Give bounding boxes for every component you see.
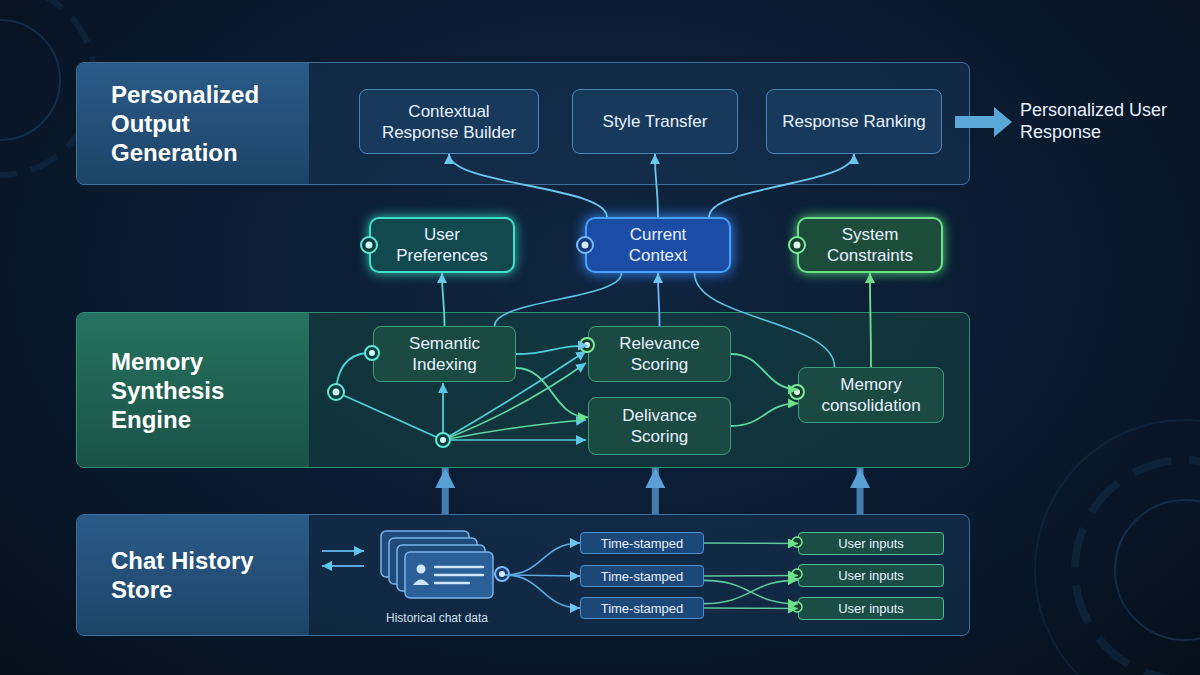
layer-band: Memory Synthesis Engine Semantic Indexing…: [76, 312, 970, 468]
node-label: Relevance Scoring: [601, 333, 718, 375]
data-stack: Historical chat data: [369, 529, 505, 627]
process-box: Response Ranking: [766, 89, 942, 154]
output-label: Personalized User Response: [1020, 99, 1180, 143]
process-box: Style Transfer: [572, 89, 738, 154]
node-label: Style Transfer: [603, 111, 708, 132]
node-label: User inputs: [838, 601, 904, 616]
record-box: Time-stamped: [580, 532, 704, 554]
node-label: User Preferences: [383, 224, 501, 266]
node-label: System Constraints: [811, 224, 929, 266]
user-icon: [413, 580, 429, 586]
decor-ring: [0, 20, 60, 140]
layer-band: Personalized Output Generation Contextual…: [76, 62, 970, 185]
process-box: Contextual Response Builder: [359, 89, 539, 154]
node-label: Memory consolidation: [811, 374, 931, 416]
decor-ring: [1115, 500, 1200, 640]
user-icon: [417, 565, 426, 574]
node-label: Time-stamped: [601, 569, 684, 584]
node-label: User inputs: [838, 536, 904, 551]
band-title: Memory Synthesis Engine: [111, 347, 299, 434]
band-header: Personalized Output Generation: [77, 63, 309, 184]
process-box: Relevance Scoring: [588, 326, 731, 382]
context-pill: User Preferences: [369, 217, 515, 273]
decor-ring: [1075, 460, 1200, 675]
flow-arrow: [857, 468, 864, 514]
decor-ring: [1035, 420, 1200, 675]
text-line: [435, 582, 469, 585]
record-box: User inputs: [798, 564, 944, 587]
node-label: Semantic Indexing: [386, 333, 503, 375]
record-box: Time-stamped: [580, 597, 704, 619]
node-label: Historical chat data: [369, 611, 505, 625]
record-box: User inputs: [798, 597, 944, 620]
text-line: [435, 574, 483, 577]
band-header: Chat History Store: [77, 515, 309, 635]
context-pill: Current Context: [585, 217, 731, 273]
node-label: Response Ranking: [782, 111, 926, 132]
record-box: Time-stamped: [580, 565, 704, 587]
chat-stack-icon: [369, 529, 505, 605]
text-line: [435, 566, 483, 569]
band-title: Personalized Output Generation: [111, 80, 299, 167]
node-label: Current Context: [599, 224, 717, 266]
band-header: Memory Synthesis Engine: [77, 313, 309, 467]
band-title: Chat History Store: [111, 546, 299, 604]
node-label: Delivance Scoring: [601, 405, 718, 447]
process-box: Semantic Indexing: [373, 326, 516, 382]
flow-arrow: [652, 468, 659, 514]
record-box: User inputs: [798, 532, 944, 555]
process-box: Memory consolidation: [798, 367, 944, 423]
node-label: Time-stamped: [601, 601, 684, 616]
chat-card: [405, 552, 493, 598]
layer-band: Chat History StoreHistorical chat data Ti…: [76, 514, 970, 636]
node-label: Contextual Response Builder: [372, 101, 526, 143]
context-pill: System Constraints: [797, 217, 943, 273]
process-box: Delivance Scoring: [588, 397, 731, 455]
node-label: User inputs: [838, 568, 904, 583]
flow-arrow: [442, 468, 449, 514]
node-label: Time-stamped: [601, 536, 684, 551]
